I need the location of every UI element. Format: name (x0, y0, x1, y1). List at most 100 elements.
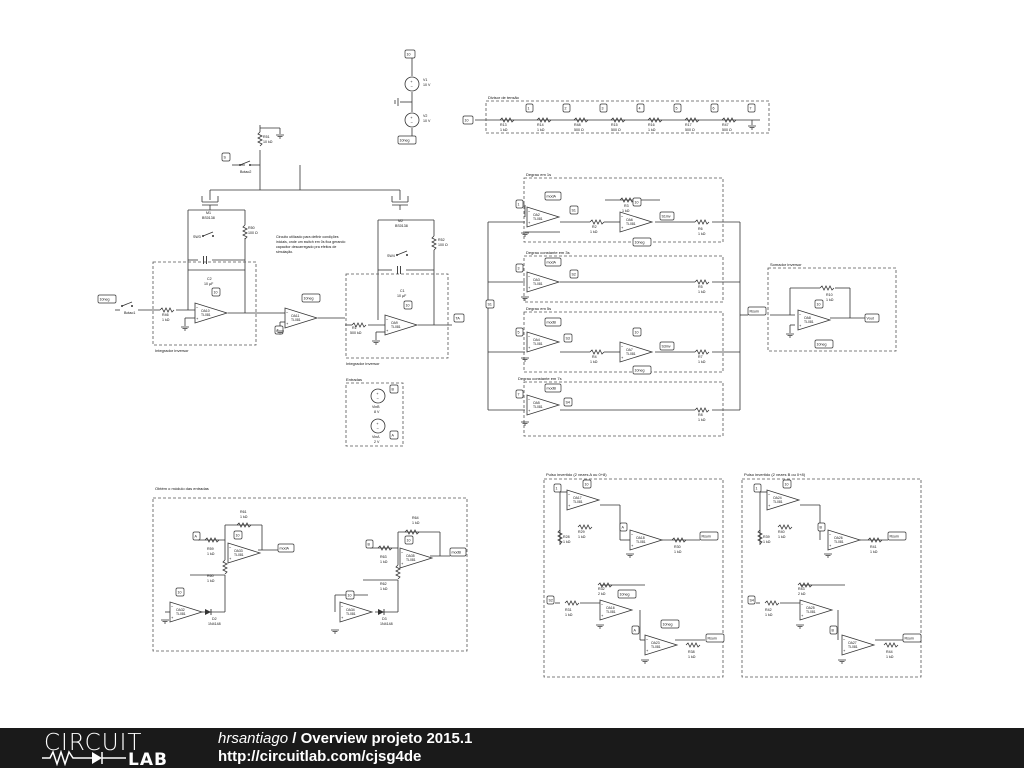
node-s-botao2[interactable] (221, 152, 231, 162)
r8-resistor[interactable] (694, 407, 710, 413)
oa32-supply[interactable] (175, 587, 185, 597)
node-10-divisor[interactable] (462, 115, 474, 125)
oa4-opamp[interactable] (526, 331, 561, 353)
author-name[interactable]: hrsantiago (218, 730, 289, 747)
r17-resistor[interactable] (684, 117, 700, 123)
oa11-opamp[interactable] (284, 307, 319, 329)
sw4-switch[interactable] (396, 250, 408, 256)
node-rsum-pa2[interactable] (705, 633, 725, 643)
node-vout[interactable] (864, 313, 880, 323)
r47-resistor[interactable] (721, 117, 737, 123)
r6-resistor[interactable] (694, 219, 710, 225)
r32-resistor[interactable] (597, 582, 613, 588)
oa2-supply[interactable] (544, 191, 562, 201)
r43-resistor[interactable] (797, 582, 813, 588)
oa3-supply[interactable] (544, 257, 562, 267)
oa16-opamp[interactable] (599, 599, 634, 621)
oa33-opamp[interactable] (227, 542, 262, 564)
node-n4[interactable] (636, 103, 645, 113)
node-rsum-in[interactable] (747, 306, 767, 316)
oa34-opamp[interactable] (339, 601, 374, 623)
oa8-opamp[interactable] (797, 309, 832, 331)
node-s2[interactable] (569, 269, 579, 279)
node-b-out[interactable] (389, 384, 399, 394)
oa32-opamp[interactable] (169, 601, 204, 623)
node-3-deg3s[interactable] (515, 263, 524, 273)
r10-resistor[interactable] (819, 285, 835, 291)
node-n2[interactable] (562, 103, 571, 113)
oa2-opamp[interactable] (526, 206, 561, 228)
node-1-pb[interactable] (753, 483, 762, 493)
r51-resistor[interactable] (257, 131, 263, 147)
node-1-deg1s[interactable] (515, 199, 524, 209)
node-s1[interactable] (569, 205, 579, 215)
r48-resistor[interactable] (573, 117, 589, 123)
oa17-supply[interactable] (582, 479, 592, 489)
oa23-supply[interactable] (660, 619, 680, 629)
oa23-opamp[interactable] (644, 634, 679, 656)
oa26-opamp[interactable] (827, 529, 862, 551)
botao2-switch[interactable] (239, 160, 251, 166)
node-10-top[interactable] (404, 49, 416, 59)
schematic-canvas[interactable]: Divisor de tensão Degrau em 1s Degrau co… (0, 0, 1024, 728)
c1-capacitor[interactable] (397, 266, 401, 274)
r46-resistor[interactable] (159, 307, 175, 313)
node-s3inv[interactable] (659, 341, 675, 351)
r42-resistor[interactable] (764, 600, 780, 606)
oa6-opamp[interactable] (619, 211, 654, 233)
r40-resistor[interactable] (777, 524, 793, 530)
node-rsum-pa1[interactable] (699, 531, 719, 541)
r2-resistor[interactable] (589, 219, 605, 225)
r30-resistor[interactable] (671, 537, 687, 543)
node-n1[interactable] (525, 103, 534, 113)
r41-resistor[interactable] (867, 537, 883, 543)
oa7-supply-neg[interactable] (632, 365, 652, 375)
r7-resistor[interactable] (694, 349, 710, 355)
oa17-opamp[interactable] (566, 489, 601, 511)
r60-resistor[interactable] (222, 559, 228, 575)
node-10neg-int1[interactable] (97, 294, 117, 304)
oa11-supply[interactable] (301, 293, 321, 303)
oa18-opamp[interactable] (629, 529, 664, 551)
node-n7[interactable] (747, 103, 756, 113)
node-ta[interactable] (453, 313, 465, 323)
r59-resistor[interactable] (204, 537, 220, 543)
v1-source[interactable] (404, 76, 420, 92)
oa5-opamp[interactable] (526, 394, 561, 416)
oa5-supply[interactable] (544, 383, 562, 393)
oa9-supply[interactable] (403, 300, 413, 310)
c2-capacitor[interactable] (203, 256, 207, 264)
r29-resistor[interactable] (577, 524, 593, 530)
oa35-opamp[interactable] (399, 547, 434, 569)
oa6-supply[interactable] (632, 197, 642, 207)
circuit-url[interactable]: http://circuitlab.com/cjsg4de (218, 748, 422, 765)
node-10neg-top[interactable] (397, 135, 417, 145)
r14-resistor[interactable] (536, 117, 552, 123)
node-a-pa2[interactable] (631, 625, 640, 635)
r31-resistor[interactable] (564, 600, 580, 606)
m2-mosfet[interactable] (391, 196, 409, 210)
vina-source[interactable] (370, 418, 386, 434)
r13-resistor[interactable] (499, 117, 515, 123)
sw3-switch[interactable] (202, 231, 214, 237)
r16-resistor[interactable] (647, 117, 663, 123)
oa3-opamp[interactable] (526, 271, 561, 293)
oa33-supply[interactable] (233, 530, 243, 540)
oa7-opamp[interactable] (619, 341, 654, 363)
oa34-supply[interactable] (345, 590, 355, 600)
node-s-left[interactable] (485, 299, 495, 309)
oa8-supply-neg[interactable] (814, 339, 834, 349)
oa24-opamp[interactable] (766, 489, 801, 511)
node-modb-out[interactable] (449, 547, 467, 557)
node-s4[interactable] (563, 397, 573, 407)
node-rsum-pb1[interactable] (887, 531, 907, 541)
oa16-supply[interactable] (617, 589, 637, 599)
r52-resistor[interactable] (431, 235, 437, 251)
r50-resistor[interactable] (242, 224, 248, 240)
oa25-opamp[interactable] (799, 599, 834, 621)
node-n6[interactable] (710, 103, 719, 113)
node-2-pa[interactable] (546, 595, 555, 605)
oa7-supply[interactable] (632, 327, 642, 337)
r39-resistor[interactable] (757, 529, 763, 545)
botao1-switch[interactable] (121, 301, 133, 307)
